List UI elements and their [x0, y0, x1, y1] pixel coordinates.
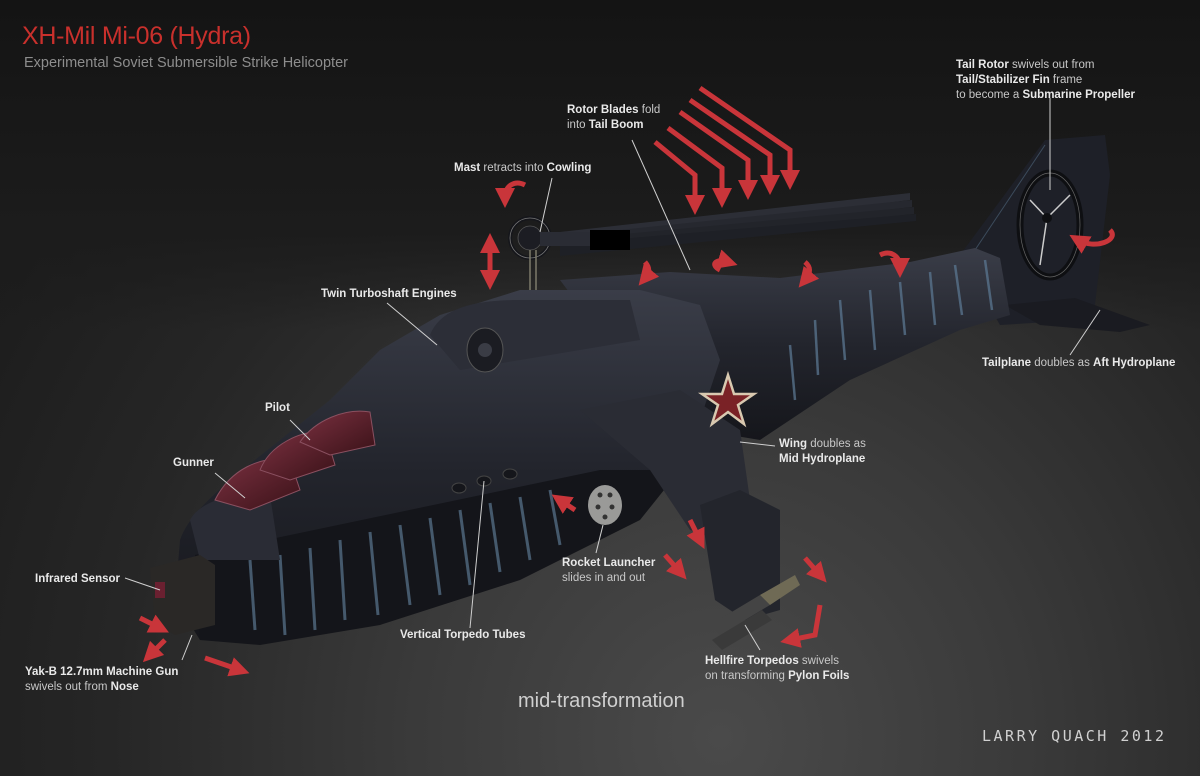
canopy	[214, 410, 376, 511]
tailplane	[1005, 298, 1150, 332]
camo-stripes-hull	[248, 489, 562, 636]
artist-signature: LARRY QUACH 2012	[982, 727, 1167, 745]
callout-machine-gun: Yak-B 12.7mm Machine Gun swivels out fro…	[25, 666, 179, 693]
callout-tail-rotor: Tail Rotor swivels out from Tail/Stabili…	[956, 59, 1135, 101]
caption: mid-transformation	[518, 690, 685, 712]
callout-gunner: Gunner	[173, 457, 214, 469]
callout-pilot: Pilot	[265, 402, 290, 414]
hellfire-torpedoes	[710, 575, 800, 650]
callout-tailplane: Tailplane doubles as Aft Hydroplane	[982, 357, 1176, 369]
infrared-sensor	[150, 555, 215, 635]
callout-hellfire-torpedoes: Hellfire Torpedos swivels on transformin…	[705, 655, 850, 682]
callout-torpedo-tubes: Vertical Torpedo Tubes	[400, 629, 526, 641]
folded-rotor-blades	[560, 193, 916, 256]
transformation-arrows	[138, 85, 1115, 677]
callout-rocket-launcher: Rocket Launcher slides in and out	[562, 557, 656, 584]
page-title: XH-Mil Mi-06 (Hydra)	[22, 22, 251, 50]
callout-infrared-sensor: Infrared Sensor	[35, 573, 120, 585]
pylon-foil	[700, 490, 780, 620]
callout-mast: Mast retracts into Cowling	[454, 162, 592, 174]
twin-turboshaft-engines	[430, 300, 640, 373]
callout-rotor-blades: Rotor Blades fold into Tail Boom	[567, 104, 661, 131]
nose	[190, 493, 280, 560]
red-star-insignia	[697, 370, 759, 428]
rocket-launcher	[588, 485, 622, 525]
callout-engines: Twin Turboshaft Engines	[321, 288, 457, 300]
page-subtitle: Experimental Soviet Submersible Strike H…	[24, 55, 348, 71]
leader-lines	[124, 98, 1101, 661]
camo-stripes-boom	[788, 259, 994, 401]
callout-wing: Wing doubles as Mid Hydroplane	[779, 438, 866, 465]
mast	[508, 216, 590, 290]
